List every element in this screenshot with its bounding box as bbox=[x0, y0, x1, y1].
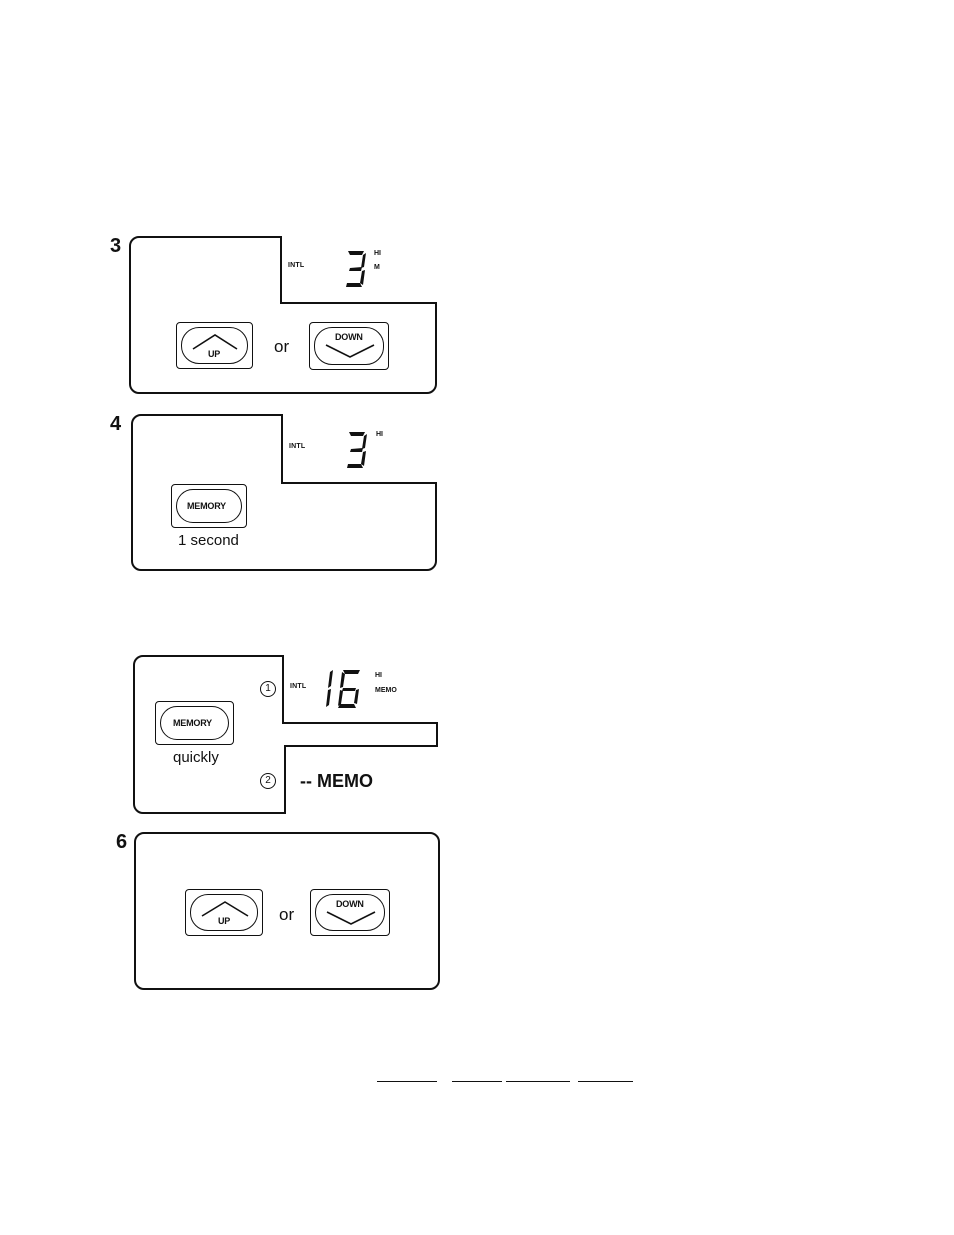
down-button-label: DOWN bbox=[335, 332, 363, 342]
underline-2 bbox=[452, 1081, 502, 1082]
lcd-intl-indicator: INTL bbox=[288, 262, 304, 269]
step-number-6: 6 bbox=[116, 832, 127, 852]
or-text: or bbox=[274, 337, 289, 357]
step-6-panel: UP or DOWN bbox=[134, 832, 440, 990]
hold-duration-caption: 1 second bbox=[178, 532, 239, 549]
step-circle-2: 2 bbox=[260, 773, 276, 789]
lcd-intl-indicator: INTL bbox=[289, 443, 305, 450]
up-button[interactable]: UP bbox=[185, 889, 263, 936]
lcd-memo-indicator: MEMO bbox=[375, 687, 397, 695]
underline-1 bbox=[377, 1081, 437, 1082]
lcd-m-indicator: M bbox=[374, 264, 380, 272]
up-button-label: UP bbox=[218, 916, 230, 926]
step-circle-1: 1 bbox=[260, 681, 276, 697]
step-number-4: 4 bbox=[110, 414, 121, 434]
lcd-digit-3 bbox=[344, 249, 368, 289]
underline-4 bbox=[578, 1081, 633, 1082]
lcd-display-1: INTL HI MEMO bbox=[282, 655, 438, 724]
lcd-hi-indicator: HI bbox=[375, 672, 382, 680]
memory-button-label: MEMORY bbox=[173, 718, 212, 728]
memory-button[interactable]: MEMORY bbox=[171, 484, 247, 528]
lcd-digit-3 bbox=[345, 430, 369, 470]
lcd-display-2: -- MEMO bbox=[284, 745, 438, 814]
lcd-hi-indicator: HI bbox=[374, 250, 381, 258]
down-button[interactable]: DOWN bbox=[310, 889, 390, 936]
step-3-panel: INTL HI M UP or DOWN bbox=[129, 236, 437, 394]
memory-button[interactable]: MEMORY bbox=[155, 701, 234, 745]
lcd-display: INTL HI M bbox=[280, 236, 437, 304]
lcd-digits-16 bbox=[324, 668, 364, 710]
memory-button-label: MEMORY bbox=[187, 501, 226, 511]
step-number-3: 3 bbox=[110, 236, 121, 256]
lcd-hi-indicator: HI bbox=[376, 431, 383, 439]
or-text: or bbox=[279, 905, 294, 925]
underline-3 bbox=[506, 1081, 570, 1082]
lcd-display: INTL HI bbox=[281, 414, 437, 484]
lcd-intl-indicator: INTL bbox=[290, 683, 306, 690]
step-4-panel: INTL HI MEMORY 1 second bbox=[131, 414, 437, 571]
down-button[interactable]: DOWN bbox=[309, 322, 389, 370]
step-5-panel: INTL HI MEMO -- MEMO 1 2 MEMORY quickly bbox=[133, 655, 438, 814]
memo-dashes-text: -- MEMO bbox=[300, 771, 373, 792]
up-button-label: UP bbox=[208, 349, 220, 359]
down-button-label: DOWN bbox=[336, 899, 364, 909]
press-speed-caption: quickly bbox=[173, 749, 219, 766]
up-button[interactable]: UP bbox=[176, 322, 253, 369]
